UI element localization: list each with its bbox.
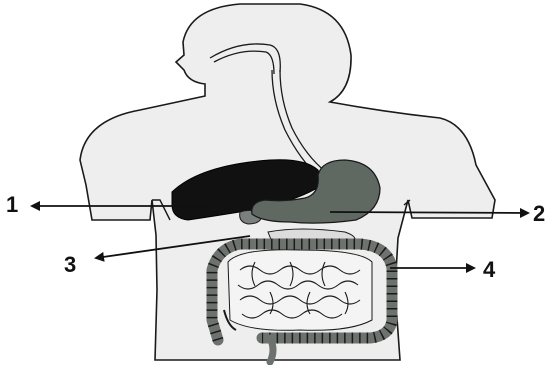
callout-label-2: 2 [533,203,545,225]
rectum [270,338,273,362]
callout-label-1: 1 [6,194,18,216]
callout-label-4: 4 [483,259,495,281]
callout-label-3: 3 [64,254,76,276]
arrow-2 [330,212,528,213]
